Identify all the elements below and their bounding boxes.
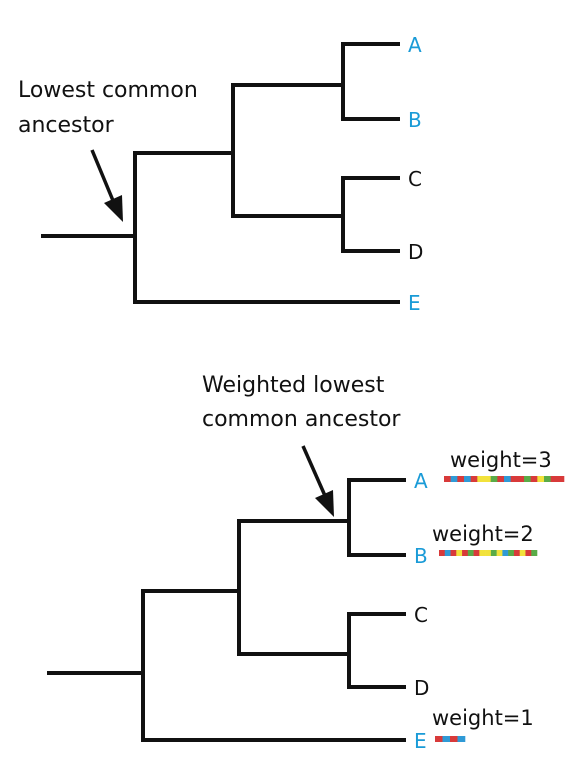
weight-bar-segment — [557, 476, 565, 482]
weight-bar-segment — [470, 476, 478, 482]
top-leaf-e: E — [408, 291, 421, 315]
weight-bar-segment — [508, 550, 515, 556]
bottom-leaf-b: B — [414, 544, 428, 568]
weight-bar-segment — [531, 550, 538, 556]
weight-bar-segment — [496, 550, 503, 556]
weight-bar-segment — [464, 476, 471, 482]
bottom-leaf-c: C — [414, 603, 428, 627]
weight-bar-segment — [477, 476, 485, 482]
weight-bar-segment — [530, 476, 538, 482]
weight-bar-segment — [439, 550, 446, 556]
bottom-leaf-a: A — [414, 469, 428, 493]
top-tree: Lowest common ancestor A B C D E — [18, 33, 423, 315]
weight-bar-segment — [485, 550, 492, 556]
weight-bar-segment — [504, 476, 511, 482]
weight-bar-segment — [442, 736, 451, 742]
weight-label-a: weight=3 — [450, 448, 552, 472]
weight-bar-segment — [444, 550, 451, 556]
weight-bar-segment — [450, 476, 458, 482]
weight-bar-segment — [450, 736, 458, 742]
top-tree-branches — [41, 42, 400, 304]
weight-bar-segment — [450, 550, 457, 556]
weight-bar-e — [435, 736, 466, 742]
weight-bar-segment — [462, 550, 469, 556]
weight-bar-segment — [484, 476, 491, 482]
weight-bar-segment — [473, 550, 480, 556]
weight-bar-b — [439, 550, 538, 556]
bottom-leaf-d: D — [414, 676, 429, 700]
weight-bar-segment — [490, 550, 497, 556]
weight-bar-segment — [525, 550, 532, 556]
top-annotation-arrow — [90, 149, 123, 222]
bottom-annotation-line2: common ancestor — [202, 407, 401, 432]
top-leaf-c: C — [408, 167, 422, 191]
weight-bar-segment — [457, 476, 465, 482]
top-leaf-b: B — [408, 108, 422, 132]
bottom-annotation-line1: Weighted lowest — [202, 373, 385, 398]
weight-bar-segment — [550, 476, 558, 482]
top-leaf-d: D — [408, 240, 423, 264]
weight-label-b: weight=2 — [432, 522, 534, 546]
weight-bar-segment — [544, 476, 551, 482]
weight-bar-segment — [517, 476, 525, 482]
top-annotation-line1: Lowest common — [18, 78, 198, 103]
bottom-tree-branches — [47, 478, 406, 742]
weight-bar-segment — [510, 476, 518, 482]
weight-bar-segment — [456, 550, 463, 556]
bottom-annotation-arrow — [301, 445, 334, 517]
top-annotation-line2: ancestor — [18, 113, 115, 138]
weight-bar-segment — [467, 550, 474, 556]
weight-bar-segment — [513, 550, 520, 556]
bottom-tree: Weighted lowest common ancestor A B C D — [47, 373, 565, 753]
weight-bar-a — [444, 476, 565, 482]
weight-bar-segment — [524, 476, 531, 482]
weight-bar-segment — [497, 476, 505, 482]
weight-bar-segment — [457, 736, 466, 742]
weight-bar-segment — [479, 550, 486, 556]
weight-label-e: weight=1 — [432, 706, 534, 730]
bottom-leaf-e: E — [414, 729, 427, 753]
weight-bar-segment — [490, 476, 498, 482]
weight-bar-segment — [435, 736, 443, 742]
weight-bar-segment — [537, 476, 545, 482]
top-leaf-a: A — [408, 33, 422, 57]
weight-bar-segment — [444, 476, 451, 482]
weight-bar-segment — [502, 550, 509, 556]
weight-bar-segment — [519, 550, 526, 556]
